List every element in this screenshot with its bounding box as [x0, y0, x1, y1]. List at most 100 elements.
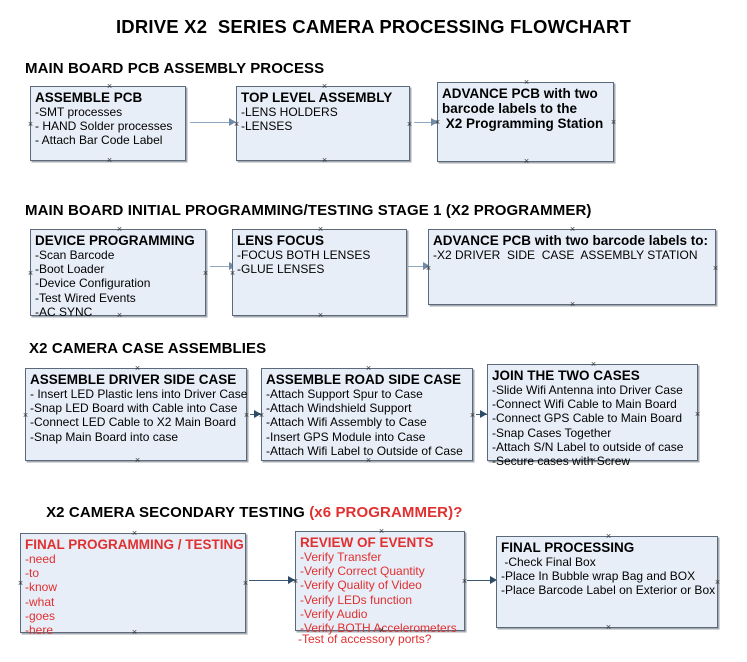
node-line: -need [25, 552, 56, 566]
resize-handle-bottom[interactable] [523, 158, 530, 165]
node-final-programming-testing[interactable]: FINAL PROGRAMMING / TESTING -need -to -k… [17, 530, 249, 637]
node-advance-pcb-programming-station[interactable]: ADVANCE PCB with two barcode labels to t… [437, 82, 614, 162]
resize-handle-left[interactable] [17, 580, 24, 587]
node-assemble-driver-side-case[interactable]: ASSEMBLE DRIVER SIDE CASE - Insert LED P… [25, 368, 247, 461]
resize-handle-bottom[interactable] [131, 629, 138, 636]
node-title: LENS FOCUS [237, 233, 325, 248]
resize-handle-right[interactable] [242, 580, 249, 587]
node-line: -Attach Wifi Label to Outside of Case [266, 443, 463, 458]
resize-handle-bottom[interactable] [605, 624, 612, 631]
node-line: -Verify Correct Quantity [300, 564, 425, 579]
node-title: ASSEMBLE ROAD SIDE CASE [266, 372, 462, 387]
resize-handle-bottom[interactable] [321, 157, 328, 164]
resize-handle-top[interactable] [134, 365, 141, 372]
resize-handle-right[interactable] [243, 412, 250, 419]
resize-handle-left[interactable] [27, 270, 34, 277]
resize-handle-right[interactable] [714, 579, 721, 586]
node-advance-pcb-driver-side[interactable]: ADVANCE PCB with two barcode labels to: … [428, 229, 716, 305]
resize-handle-right[interactable] [469, 412, 476, 419]
node-line: -Verify Quality of Video [300, 578, 422, 593]
resize-handle-bottom[interactable] [569, 301, 576, 308]
resize-handle-top[interactable] [523, 79, 530, 86]
node-line: -GLUE LENSES [237, 262, 325, 277]
node-line: -know [25, 580, 58, 595]
node-assemble-pcb[interactable]: ASSEMBLE PCB -SMT processes - HAND Solde… [30, 86, 186, 161]
node-line: -Connect GPS Cable to Main Board [492, 411, 683, 426]
arrowhead-to-join-the-two-cases [480, 409, 487, 418]
connector-review-of-events-to-final-processing [467, 580, 495, 581]
resize-handle-top[interactable] [321, 83, 328, 90]
node-title: FINAL PROCESSING [501, 540, 635, 555]
resize-handle-right[interactable] [712, 265, 719, 272]
node-line: -Verify Audio [300, 606, 368, 621]
node-top-level-assembly[interactable]: TOP LEVEL ASSEMBLY -LENS HOLDERS -LENSES [236, 86, 410, 161]
resize-handle-bottom[interactable] [106, 157, 113, 164]
resize-handle-top[interactable] [365, 365, 372, 372]
node-line: -Snap Cases Together [492, 425, 612, 440]
node-line: -goes [25, 608, 56, 623]
node-title: TOP LEVEL ASSEMBLY [241, 90, 393, 105]
node-line: -Check Final Box [501, 555, 596, 569]
section-heading-main-board-initial-programming: MAIN BOARD INITIAL PROGRAMMING/TESTING S… [25, 202, 592, 219]
resize-handle-left[interactable] [22, 412, 29, 419]
node-device-programming[interactable]: DEVICE PROGRAMMING -Scan Barcode -Boot L… [27, 226, 209, 319]
resize-handle-top[interactable] [131, 530, 138, 537]
node-line: -Snap Main Board into case [30, 429, 179, 444]
section-heading-accent: (x6 PROGRAMMER)? [309, 504, 463, 521]
resize-handle-bottom[interactable] [116, 312, 123, 319]
node-line: X2 Programming Station [442, 116, 604, 131]
section-heading-x2-camera-secondary-testing: X2 CAMERA SECONDARY TESTING (x6 PROGRAMM… [29, 487, 462, 538]
node-line: -Insert GPS Module into Case [266, 429, 426, 444]
resize-handle-bottom[interactable] [365, 457, 372, 464]
node-line: -SMT processes [35, 105, 123, 119]
resize-handle-left[interactable] [425, 265, 432, 272]
resize-handle-left[interactable] [27, 121, 34, 128]
resize-handle-top[interactable] [317, 226, 324, 233]
node-final-processing[interactable]: FINAL PROCESSING -Check Final Box -Place… [496, 536, 718, 628]
node-line: -LENSES [241, 119, 293, 134]
resize-handle-top[interactable] [116, 226, 123, 233]
node-line: -Verify Transfer [300, 550, 382, 564]
node-review-of-events[interactable]: REVIEW OF EVENTS -Verify Transfer -Verif… [292, 528, 465, 635]
connector-top-level-assembly-to-advance-pcb [414, 122, 436, 123]
node-title: FINAL PROGRAMMING / TESTING [25, 537, 244, 552]
connector-final-programming-to-review-of-events [249, 580, 297, 581]
resize-handle-top[interactable] [605, 533, 612, 540]
node-line: -Scan Barcode [35, 248, 115, 262]
arrowhead-to-final-processing [490, 575, 497, 584]
node-line: -X2 DRIVER SIDE CASE ASSEMBLY STATION [433, 248, 698, 262]
connector-lens-focus-to-advance-pcb-driver-side [408, 266, 426, 267]
resize-handle-right[interactable] [610, 119, 617, 126]
resize-handle-top[interactable] [106, 83, 113, 90]
node-title: ASSEMBLE DRIVER SIDE CASE [30, 372, 237, 387]
resize-handle-left[interactable] [292, 578, 299, 585]
node-line: -LENS HOLDERS [241, 105, 338, 119]
node-lens-focus[interactable]: LENS FOCUS -FOCUS BOTH LENSES -GLUE LENS… [232, 229, 407, 316]
node-line: -Device Configuration [35, 276, 151, 291]
resize-handle-top[interactable] [569, 226, 576, 233]
resize-handle-bottom[interactable] [134, 457, 141, 464]
node-line: -AC SYNC [35, 304, 93, 319]
node-line: -here [25, 623, 54, 638]
node-join-the-two-cases[interactable]: JOIN THE TWO CASES -Slide Wifi Antenna i… [487, 361, 701, 468]
node-assemble-road-side-case[interactable]: ASSEMBLE ROAD SIDE CASE -Attach Support … [261, 368, 473, 461]
node-line: -to [25, 566, 40, 581]
resize-handle-left[interactable] [434, 119, 441, 126]
resize-handle-right[interactable] [406, 121, 413, 128]
resize-handle-left[interactable] [258, 412, 265, 419]
resize-handle-left[interactable] [233, 121, 240, 128]
resize-handle-top[interactable] [378, 528, 385, 535]
page-title: IDRIVE X2 SERIES CAMERA PROCESSING FLOWC… [115, 16, 632, 37]
resize-handle-right[interactable] [694, 411, 701, 418]
node-line: -Attach Windshield Support [266, 401, 412, 416]
connector-assemble-pcb-to-top-level-assembly [190, 122, 234, 123]
resize-handle-bottom[interactable] [590, 457, 597, 464]
node-line: -what [25, 594, 55, 609]
resize-handle-right[interactable] [202, 270, 209, 277]
resize-handle-top[interactable] [590, 361, 597, 368]
node-line: barcode labels to the [442, 101, 578, 116]
resize-handle-left[interactable] [229, 270, 236, 277]
node-line: -Place Barcode Label on Exterior or Box [501, 583, 716, 598]
resize-handle-bottom[interactable] [317, 312, 324, 319]
